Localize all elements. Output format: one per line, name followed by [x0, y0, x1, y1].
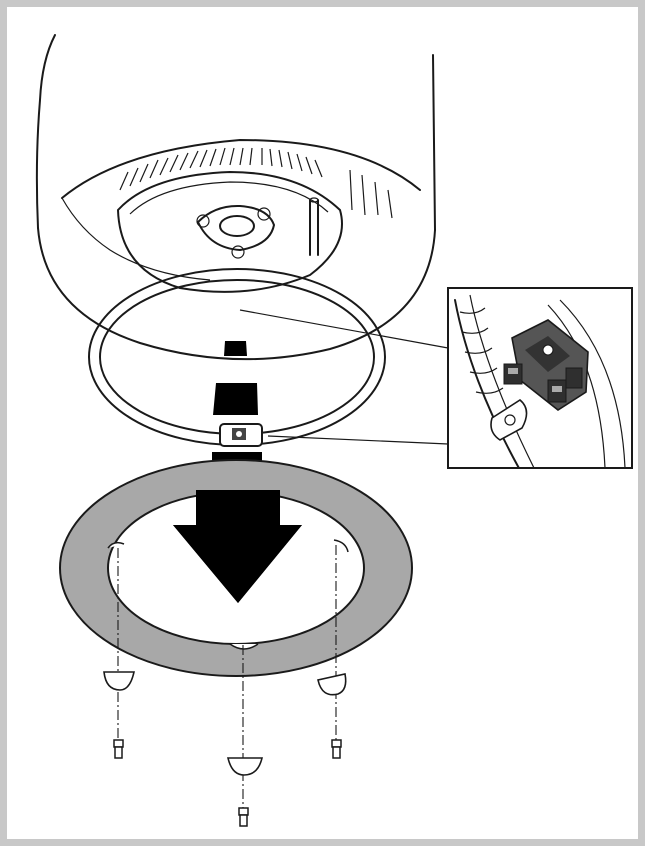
screw-icon: [331, 739, 342, 759]
screw-icon: [113, 739, 124, 759]
down-arrow-head-icon: [173, 490, 302, 603]
screw-icon: [238, 807, 249, 827]
screws: [113, 739, 342, 827]
cover-plate: [58, 459, 414, 677]
sealing-ring: [88, 268, 386, 447]
clip-right: [317, 673, 347, 696]
connector-detail: [447, 287, 633, 469]
alignment-lines: [117, 545, 337, 810]
terminal-block-icon: [503, 319, 589, 411]
mounting-clips: [103, 671, 347, 776]
hub: [196, 204, 275, 259]
ring-connector: [219, 423, 263, 447]
cooling-slots: [119, 147, 323, 191]
callout-lines: [239, 309, 449, 445]
clip-bottom: [226, 757, 264, 776]
clip-left: [103, 671, 135, 691]
fan-housing: [35, 34, 436, 361]
